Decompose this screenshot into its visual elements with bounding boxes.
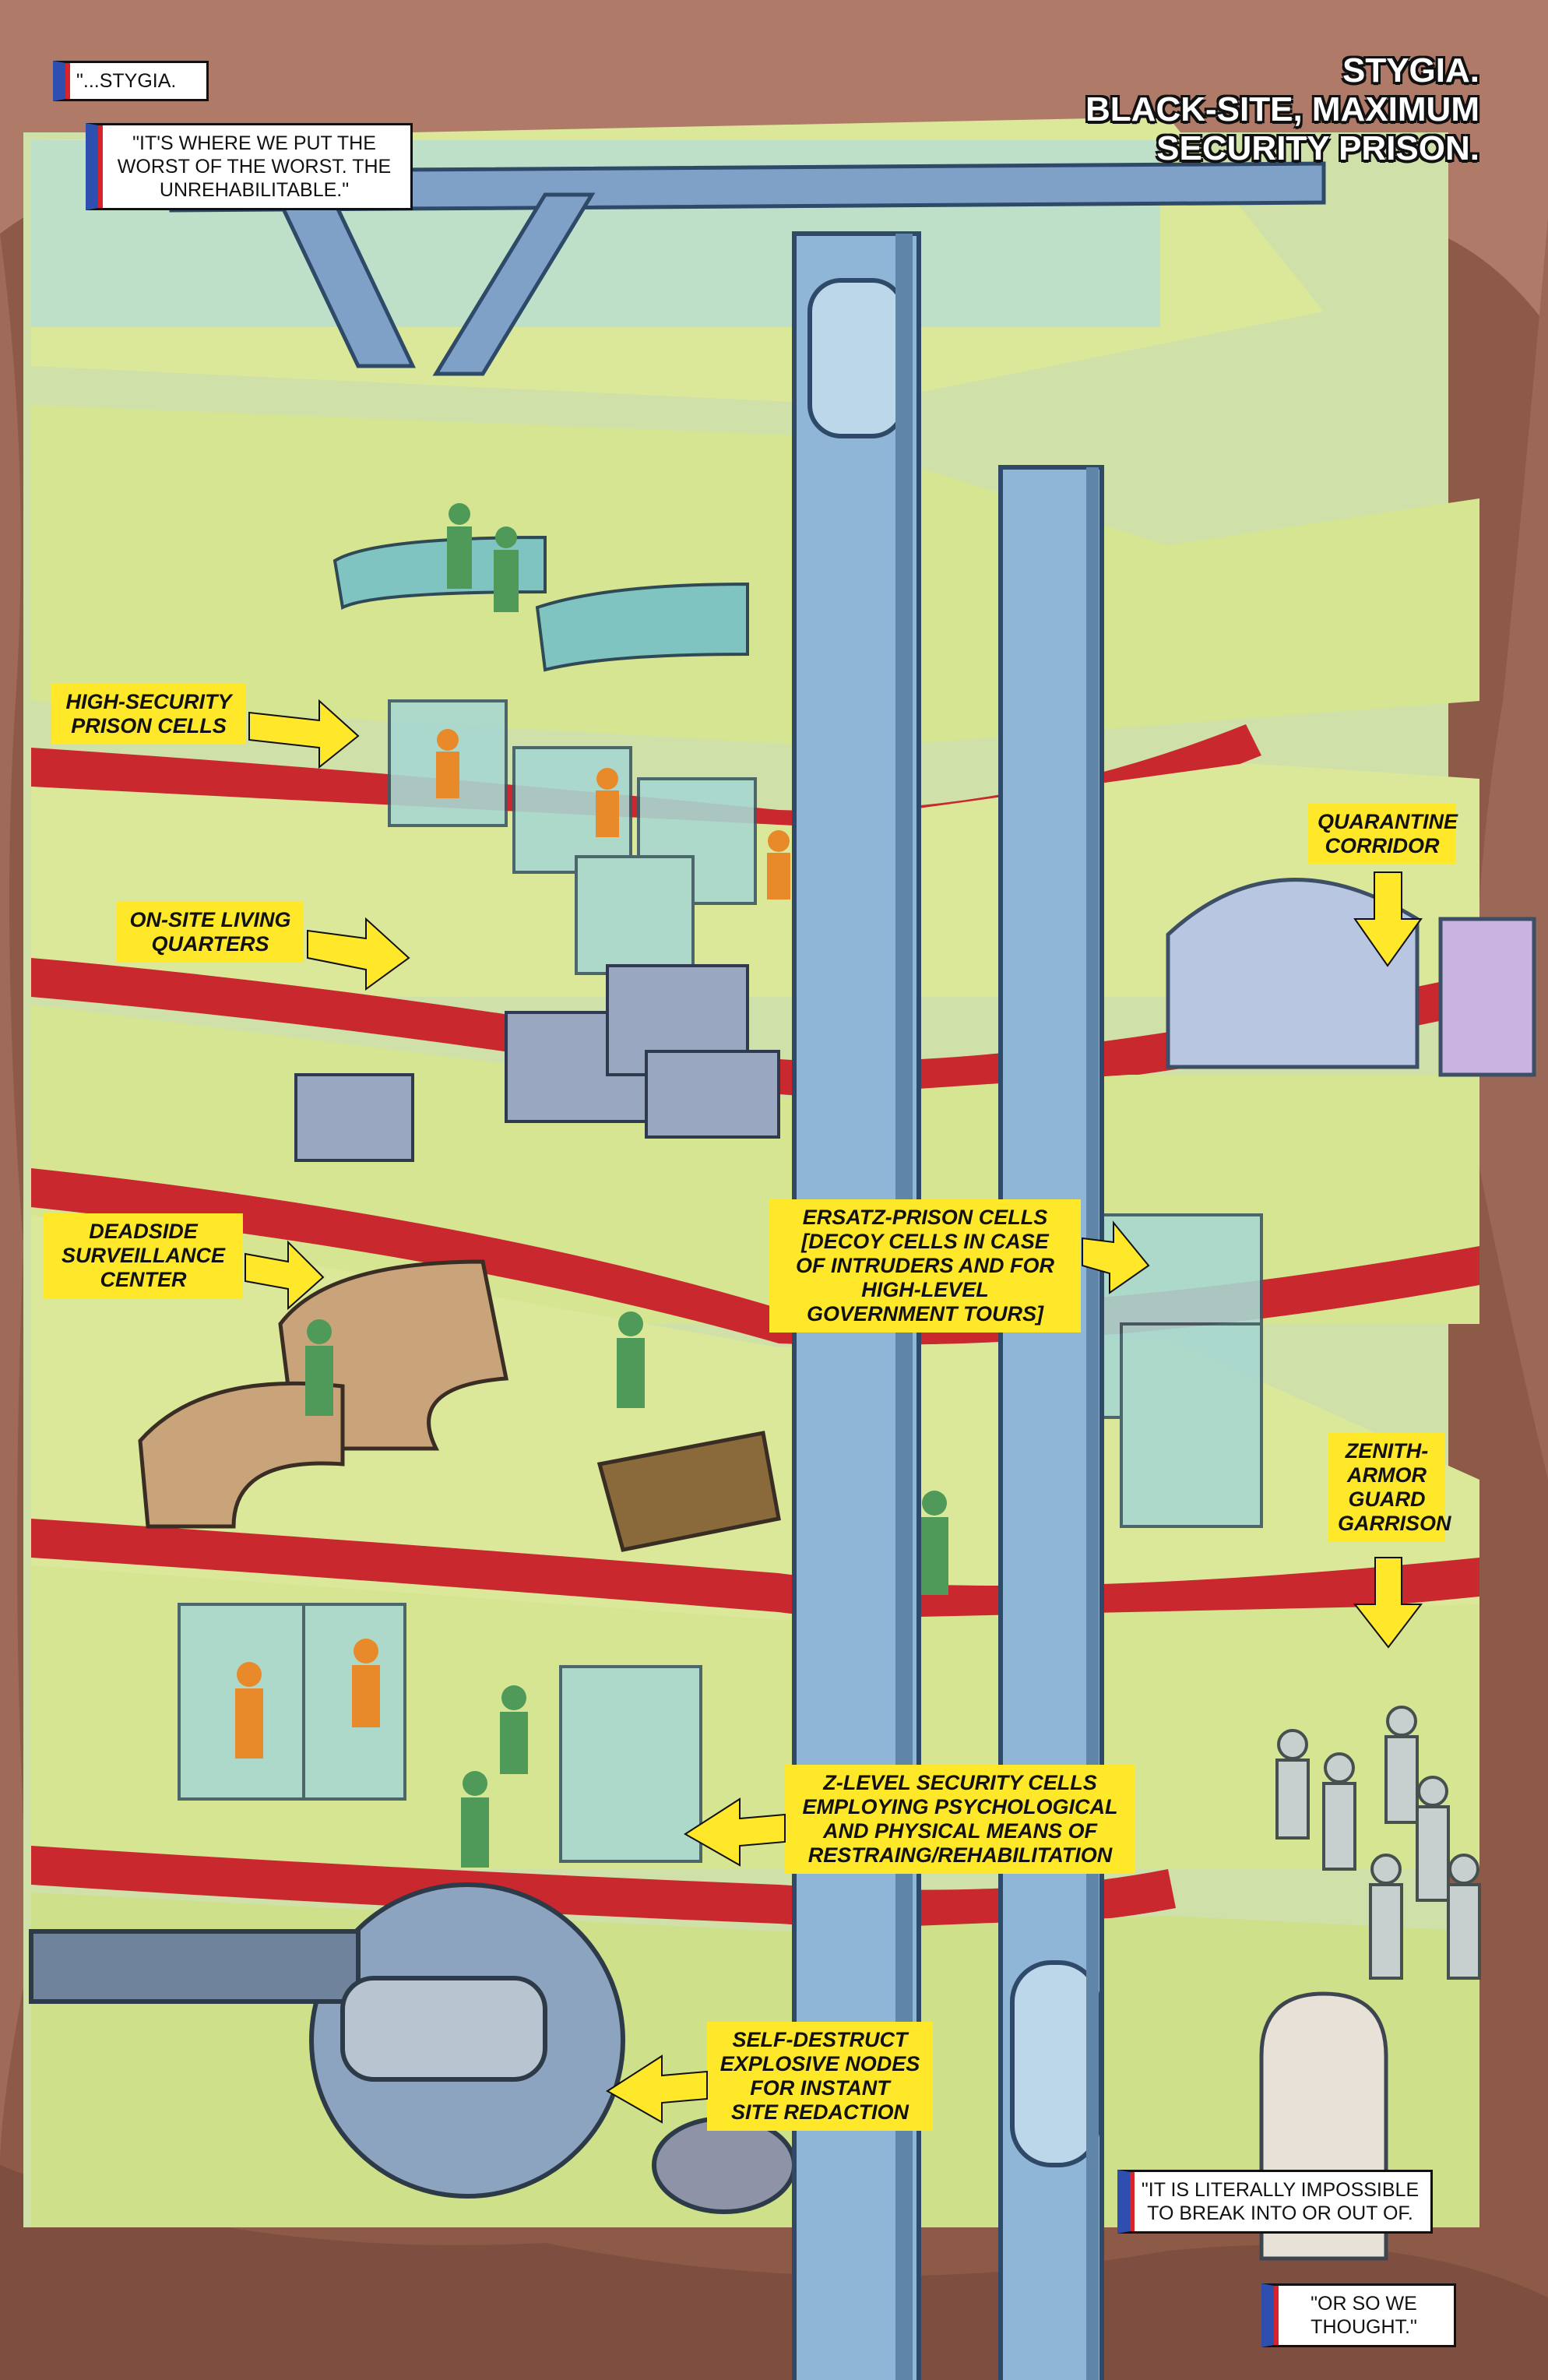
cell-prisoners bbox=[436, 729, 790, 900]
high-security-cells bbox=[388, 699, 757, 975]
control-desks bbox=[332, 535, 749, 672]
level-2-floor bbox=[31, 405, 1479, 748]
caption-or-so-we-thought: "OR SO WE THOUGHT." bbox=[1261, 2283, 1456, 2347]
caption-worst-of-worst: "IT'S WHERE WE PUT THE WORST OF THE WORS… bbox=[86, 123, 413, 210]
page-title: STYGIA. BLACK-SITE, MAXIMUM SECURITY PRI… bbox=[1075, 51, 1479, 168]
level-3-rim bbox=[31, 958, 1479, 1098]
label-zenith-armor-garrison: ZENITH- ARMOR GUARD GARRISON bbox=[1328, 1433, 1451, 1542]
label-quarantine-corridor: QUARANTINE CORRIDOR bbox=[1308, 804, 1458, 864]
cave-rock-left bbox=[0, 234, 31, 2165]
cave-rock-bottom bbox=[0, 2165, 1548, 2380]
zenith-armor-guards bbox=[1275, 1706, 1481, 1980]
caption-intro: "...STYGIA. bbox=[53, 61, 209, 101]
z-level-guards bbox=[461, 1491, 948, 1868]
label-self-destruct-nodes: SELF-DESTRUCT EXPLOSIVE NODES FOR INSTAN… bbox=[707, 2022, 933, 2131]
level-5-rim bbox=[31, 1519, 1479, 1625]
caption-impossible: "IT IS LITERALLY IMPOSSIBLE TO BREAK INT… bbox=[1117, 2170, 1433, 2234]
control-guards bbox=[447, 503, 519, 612]
label-living-quarters: ON-SITE LIVING QUARTERS bbox=[117, 902, 304, 963]
title-line-3: SECURITY PRISON. bbox=[1156, 129, 1479, 167]
label-surveillance-center: DEADSIDE SURVEILLANCE CENTER bbox=[44, 1213, 243, 1298]
title-line-2: BLACK-SITE, MAXIMUM bbox=[1085, 90, 1479, 129]
surveillance-desk bbox=[138, 1259, 781, 1552]
title-line-1: STYGIA. bbox=[1342, 51, 1479, 90]
top-beams bbox=[169, 161, 1326, 376]
z-level-prisoners bbox=[235, 1639, 380, 1759]
label-high-security-cells: HIGH-SECURITY PRISON CELLS bbox=[51, 684, 246, 745]
label-ersatz-prison-cells: ERSATZ-PRISON CELLS [DECOY CELLS IN CASE… bbox=[769, 1199, 1081, 1333]
label-z-level-security-cells: Z-LEVEL SECURITY CELLS EMPLOYING PSYCHOL… bbox=[785, 1765, 1135, 1874]
living-quarters-blocks bbox=[294, 964, 780, 1162]
cave-rock-right bbox=[1475, 218, 1548, 1480]
surveillance-guards bbox=[305, 1311, 645, 1416]
